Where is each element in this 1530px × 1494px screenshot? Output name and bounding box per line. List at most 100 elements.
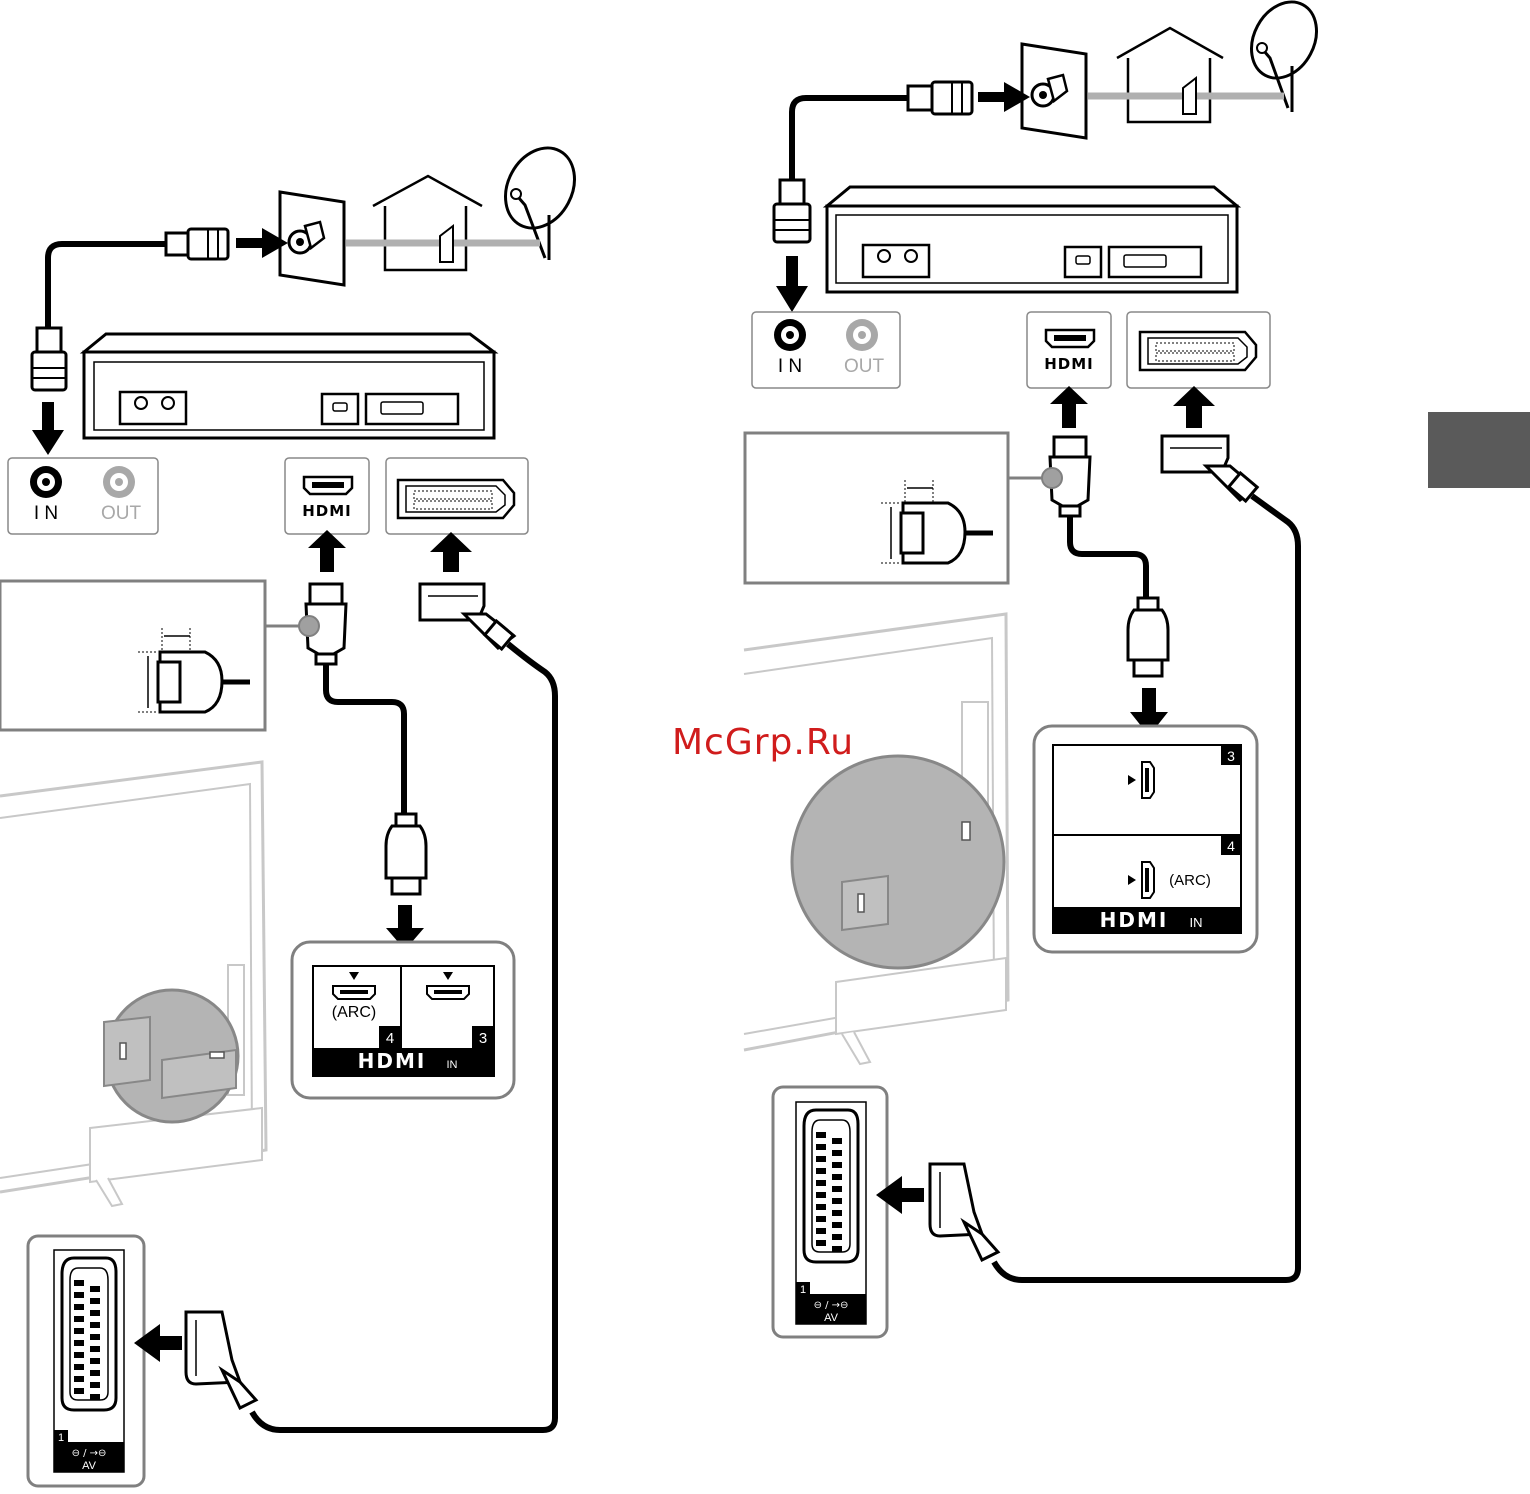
port-3-label-right: 3	[1227, 748, 1235, 764]
right-diagram: I N OUT HDMI	[744, 0, 1329, 1337]
arrow-to-hdmi	[308, 530, 346, 572]
port-3-label-left: 3	[479, 1030, 487, 1047]
scart-pin	[74, 1364, 84, 1370]
hdmi-in-logo-left: HDMI	[358, 1049, 427, 1073]
hdmi-plug-top-icon-right	[1042, 437, 1090, 516]
scart-pin	[832, 1234, 842, 1240]
scart-pin	[816, 1168, 826, 1174]
hdmi-plug-bottom-icon	[386, 814, 426, 894]
scart-pin	[90, 1334, 100, 1340]
antenna-plug-vertical-icon-right	[774, 180, 810, 242]
hdmi-plug-top-icon	[299, 584, 346, 664]
hdmi-in-suffix-left: IN	[447, 1059, 458, 1071]
scart-pin	[816, 1204, 826, 1210]
wall-socket-icon	[280, 192, 344, 285]
scart-plug-top-icon	[420, 584, 514, 649]
scart-pin	[74, 1340, 84, 1346]
scart-pin	[74, 1304, 84, 1310]
scart-pin	[90, 1370, 100, 1376]
scart-plug-top-icon-right	[1162, 436, 1257, 501]
tv-back-outline	[0, 762, 266, 1206]
tv-scart-panel: 1 ⊖ / →⊖ AV	[28, 1236, 144, 1486]
scart-pin	[816, 1144, 826, 1150]
arrow-to-scart-right	[1173, 386, 1215, 428]
scart-pin	[90, 1286, 100, 1292]
scart-pin	[816, 1192, 826, 1198]
scart-pin	[832, 1162, 842, 1168]
antenna-port-panel-right: I N OUT	[752, 312, 900, 388]
scart-pin	[832, 1150, 842, 1156]
scart-av-right: AV	[824, 1312, 839, 1324]
scart-pin	[832, 1222, 842, 1228]
scart-pin	[74, 1388, 84, 1394]
scart-pin	[832, 1210, 842, 1216]
scart-plug-bottom-icon	[186, 1312, 256, 1408]
tv-hdmi-in-panel: (ARC) 4 3 HDMI IN	[292, 942, 514, 1098]
arrow-to-in	[32, 402, 64, 455]
scart-symbol-left: ⊖ / →⊖	[72, 1448, 107, 1459]
hdmi-plug-bottom-icon-right	[1128, 598, 1168, 676]
arc-label-left: (ARC)	[332, 1004, 376, 1021]
scart-pin	[90, 1322, 100, 1328]
set-top-box	[84, 334, 494, 438]
scart-pin	[90, 1310, 100, 1316]
scart-number-right: 1	[800, 1284, 806, 1296]
hdmi-cable-right	[1070, 516, 1146, 600]
box-hdmi-port: HDMI	[285, 458, 369, 534]
in-label-right: I N	[778, 356, 802, 377]
scart-pin	[816, 1156, 826, 1162]
scart-pin	[74, 1280, 84, 1286]
antenna-plug-icon-right	[908, 82, 972, 114]
box-hdmi-port-right: HDMI	[1027, 312, 1111, 388]
scart-pin	[74, 1316, 84, 1322]
hdmi-logo: HDMI	[302, 502, 352, 520]
tv-back-outline-right	[744, 614, 1008, 1064]
arrow-to-hdmi-right	[1050, 386, 1088, 428]
hdmi-in-suffix-right: IN	[1190, 915, 1203, 930]
scart-pin	[816, 1132, 826, 1138]
out-label: OUT	[101, 503, 142, 524]
port-4-label-right: 4	[1227, 838, 1235, 854]
scart-symbol-right: ⊖ / →⊖	[814, 1300, 849, 1311]
scart-av-left: AV	[82, 1460, 97, 1472]
in-label: I N	[34, 503, 58, 524]
scart-pin	[90, 1358, 100, 1364]
hdmi-in-logo-right: HDMI	[1100, 908, 1169, 932]
scart-pin	[90, 1394, 100, 1400]
scart-pin	[90, 1346, 100, 1352]
scart-number-left: 1	[58, 1432, 64, 1444]
box-scart-port-right	[1127, 312, 1270, 388]
scart-pin	[832, 1186, 842, 1192]
tv-scart-panel-right: 1 ⊖ / →⊖ AV	[773, 1087, 887, 1337]
scart-pin	[816, 1228, 826, 1234]
watermark: McGrp.Ru	[672, 722, 854, 763]
scart-pin	[816, 1180, 826, 1186]
scart-pin	[816, 1216, 826, 1222]
arrow-to-in-right	[776, 256, 808, 312]
scart-pin	[816, 1240, 826, 1246]
scart-pin	[74, 1352, 84, 1358]
box-scart-port	[386, 458, 528, 534]
scart-pin	[832, 1138, 842, 1144]
out-label-right: OUT	[844, 356, 885, 377]
scart-pin	[832, 1174, 842, 1180]
scart-plug-bottom-icon-right	[930, 1164, 998, 1260]
scart-pin	[832, 1246, 842, 1252]
hdmi-plug-detail-box-right	[745, 433, 1046, 583]
scart-pin	[74, 1328, 84, 1334]
left-diagram: I N OUT HDMI	[0, 136, 588, 1486]
antenna-plug-icon	[166, 229, 228, 259]
scart-pin	[74, 1376, 84, 1382]
arc-label-right: (ARC)	[1169, 872, 1211, 889]
scart-pin	[832, 1198, 842, 1204]
scart-pin	[74, 1292, 84, 1298]
scart-pin	[90, 1298, 100, 1304]
hdmi-plug-detail-box	[0, 581, 303, 730]
antenna-plug-vertical-icon	[32, 328, 66, 390]
side-tab	[1428, 412, 1530, 488]
hdmi-cable	[326, 664, 404, 816]
antenna-cable-right	[792, 98, 908, 180]
set-top-box-right	[827, 187, 1237, 292]
antenna-cable	[48, 244, 166, 328]
scart-pin	[90, 1382, 100, 1388]
